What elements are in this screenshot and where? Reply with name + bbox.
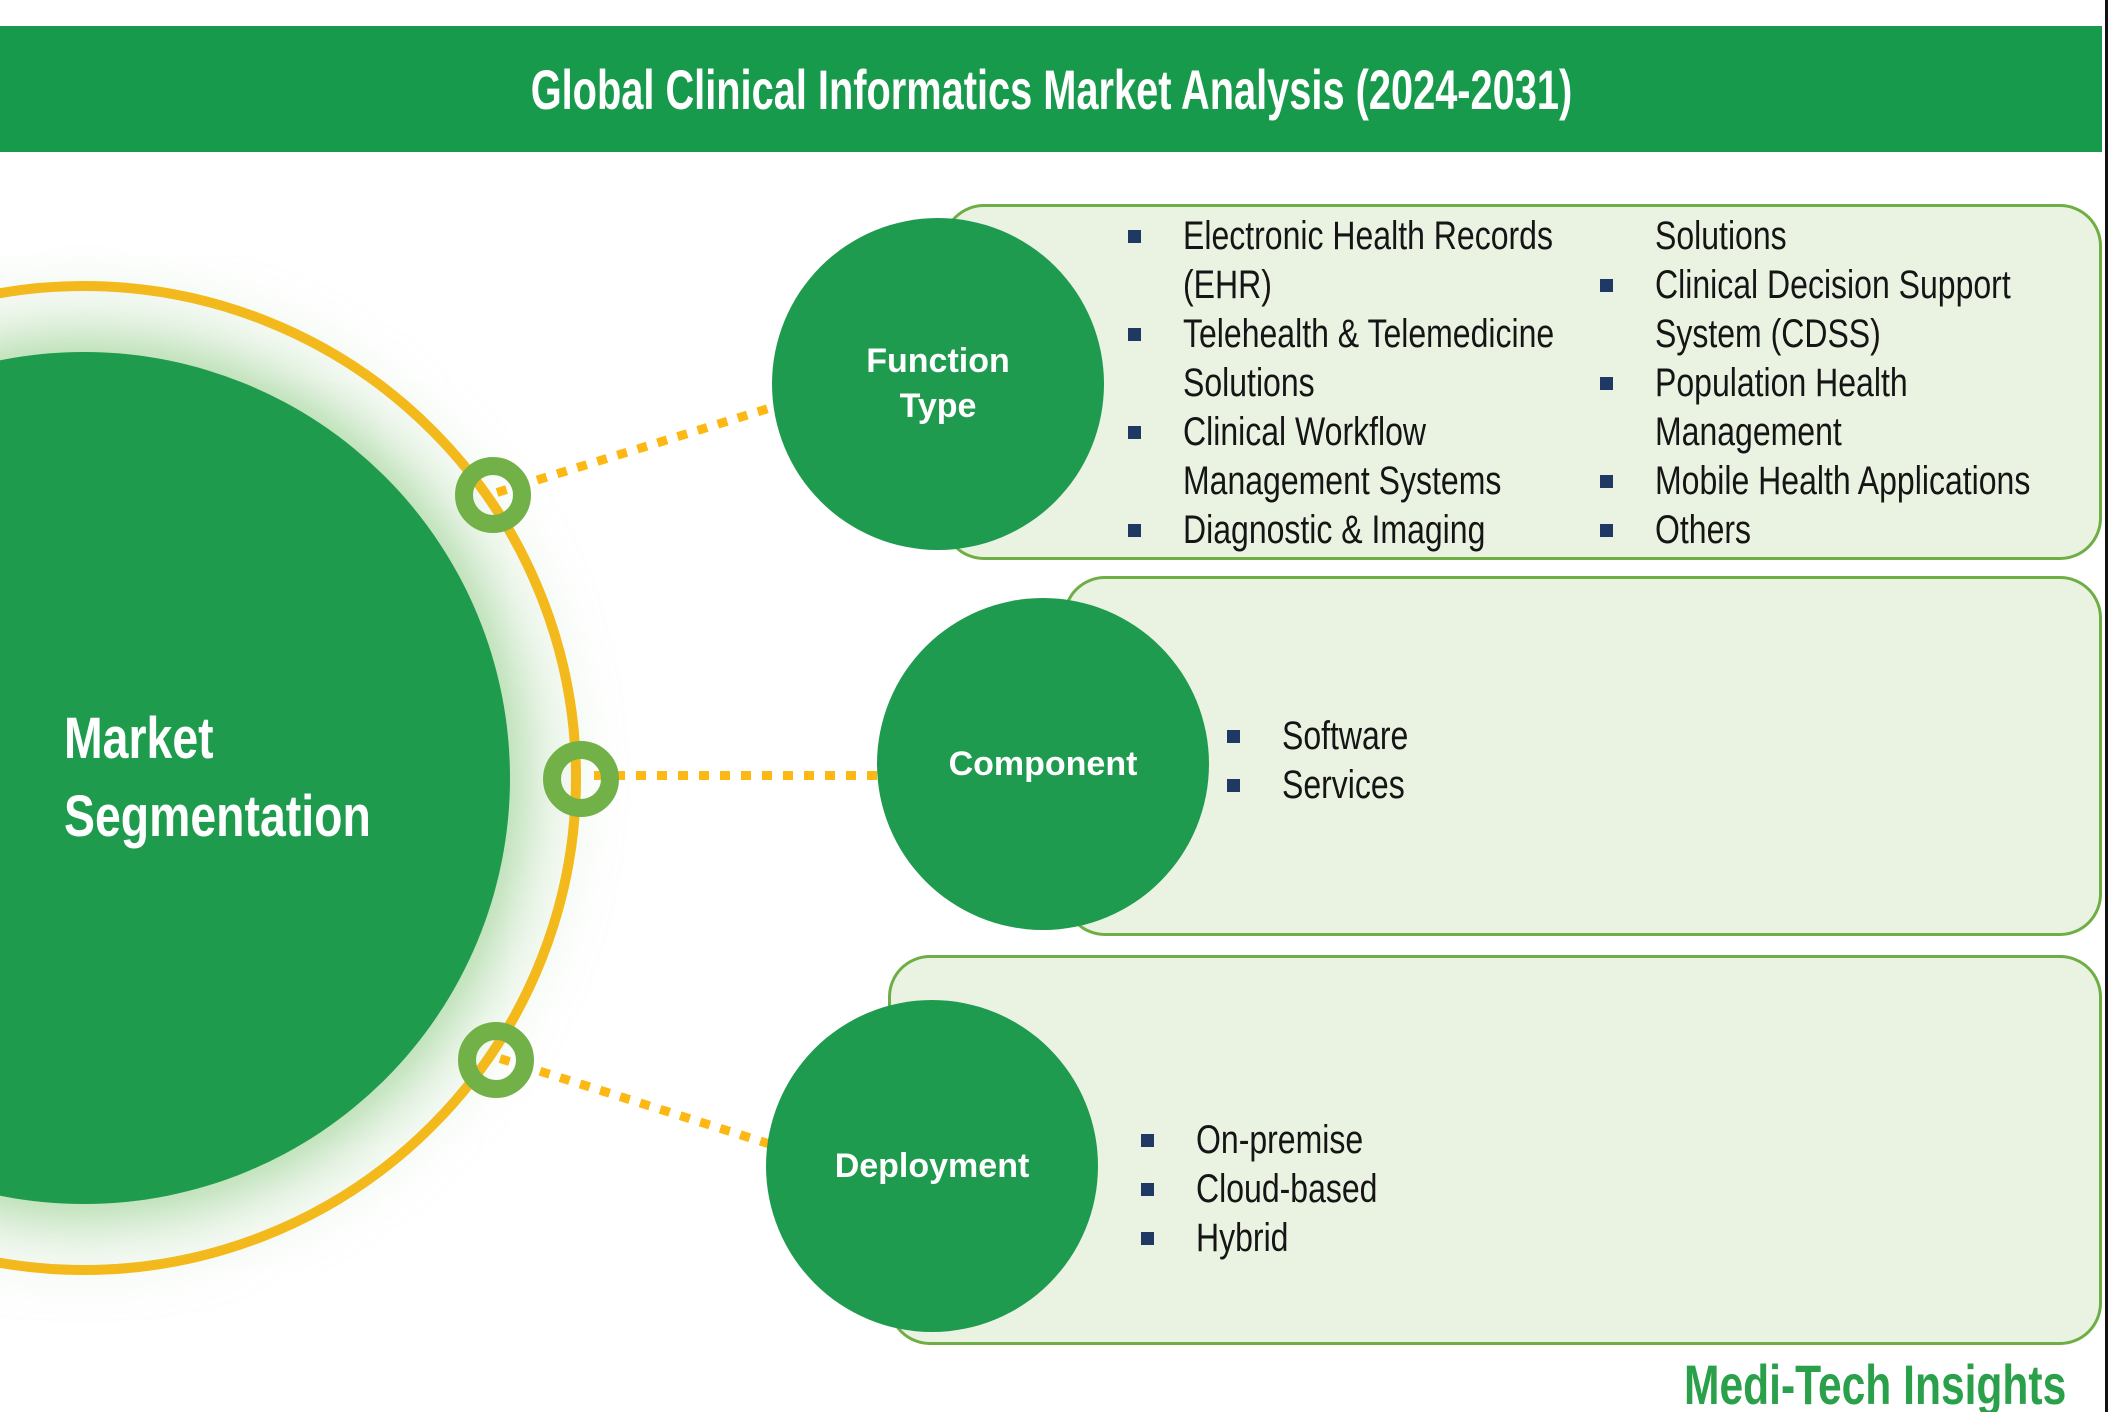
- list-item-text: Hybrid: [1196, 1216, 1289, 1260]
- list-item: Cloud-based: [1141, 1165, 1423, 1214]
- list-item-text: Cloud-based: [1196, 1167, 1378, 1211]
- screenshot-right-edge-line: [2105, 0, 2108, 1412]
- segment-circle-deployment: Deployment: [766, 1000, 1098, 1332]
- list-item: Electronic Health Records: [1128, 212, 1647, 261]
- list-item-text: Solutions: [1655, 214, 1787, 258]
- hub-label: Market Segmentation: [64, 706, 371, 849]
- bullet-square-icon: [1227, 779, 1240, 792]
- list-item-text: Population Health: [1655, 361, 1908, 405]
- list-item: Diagnostic & Imaging: [1128, 506, 1647, 555]
- list-item: System (CDSS): [1600, 310, 2108, 359]
- bullet-square-icon: [1600, 279, 1613, 292]
- list-item: Mobile Health Applications: [1600, 457, 2108, 506]
- list-item: Clinical Workflow: [1128, 408, 1647, 457]
- list-item: Management: [1600, 408, 2108, 457]
- list-item-text: Telehealth & Telemedicine: [1183, 312, 1555, 356]
- dotted-connector-deployment: [498, 1054, 792, 1155]
- dotted-connector-component: [594, 771, 890, 780]
- list-item: Solutions: [1600, 212, 2108, 261]
- segment-box-function-type: [942, 204, 2102, 560]
- segment-label-function-type: Function Type: [866, 342, 1010, 425]
- list-item: Software: [1227, 712, 1440, 761]
- bullet-square-icon: [1600, 377, 1613, 390]
- list-item-text: Clinical Decision Support: [1655, 263, 2011, 307]
- list-item: (EHR): [1128, 261, 1647, 310]
- list-item-text: Services: [1282, 763, 1405, 807]
- list-item-text: Diagnostic & Imaging: [1183, 508, 1486, 552]
- function-type-list-column-1: Electronic Health Records (EHR) Telehealth…: [1128, 212, 1647, 555]
- bullet-square-icon: [1141, 1134, 1154, 1147]
- list-item: Telehealth & Telemedicine: [1128, 310, 1647, 359]
- title-banner: Global Clinical Informatics Market Analy…: [0, 26, 2102, 152]
- list-item-text: System (CDSS): [1655, 312, 1881, 356]
- ring-node-icon-function-type: [455, 457, 531, 533]
- list-item-text: (EHR): [1183, 263, 1272, 307]
- list-item: Hybrid: [1141, 1214, 1423, 1263]
- list-item-text: Clinical Workflow: [1183, 410, 1427, 454]
- bullet-square-icon: [1600, 475, 1613, 488]
- list-item-text: Management: [1655, 410, 1842, 454]
- bullet-square-icon: [1128, 328, 1141, 341]
- bullet-square-icon: [1128, 524, 1141, 537]
- segment-circle-component: Component: [877, 598, 1209, 930]
- list-item-text: Software: [1282, 714, 1409, 758]
- list-item: Clinical Decision Support: [1600, 261, 2108, 310]
- ring-node-icon-deployment: [458, 1022, 534, 1098]
- list-item: Others: [1600, 506, 2108, 555]
- segment-circle-function-type: Function Type: [772, 218, 1104, 550]
- bullet-square-icon: [1141, 1232, 1154, 1245]
- bullet-square-icon: [1128, 426, 1141, 439]
- medi-tech-insights-logo: Medi-Tech Insights: [1684, 1353, 2067, 1412]
- bullet-square-icon: [1227, 730, 1240, 743]
- list-item-text: Electronic Health Records: [1183, 214, 1553, 258]
- slide-title: Global Clinical Informatics Market Analy…: [530, 57, 1572, 121]
- segment-label-component: Component: [948, 744, 1138, 783]
- list-item-text: Others: [1655, 508, 1752, 552]
- list-item-text: On-premise: [1196, 1118, 1364, 1162]
- list-item-text: Management Systems: [1183, 459, 1502, 503]
- list-item: On-premise: [1141, 1116, 1423, 1165]
- list-item: Population Health: [1600, 359, 2108, 408]
- bullet-square-icon: [1141, 1183, 1154, 1196]
- segment-label-deployment: Deployment: [834, 1146, 1030, 1185]
- ring-node-icon-component: [543, 741, 619, 817]
- list-item: Solutions: [1128, 359, 1647, 408]
- bullet-square-icon: [1128, 230, 1141, 243]
- segment-box-component: [1063, 576, 2102, 936]
- bullet-square-icon: [1600, 524, 1613, 537]
- list-item: Services: [1227, 761, 1440, 810]
- list-item-text: Mobile Health Applications: [1655, 459, 2031, 503]
- list-item: Management Systems: [1128, 457, 1647, 506]
- list-item-text: Solutions: [1183, 361, 1315, 405]
- dotted-connector-function-type: [495, 394, 802, 497]
